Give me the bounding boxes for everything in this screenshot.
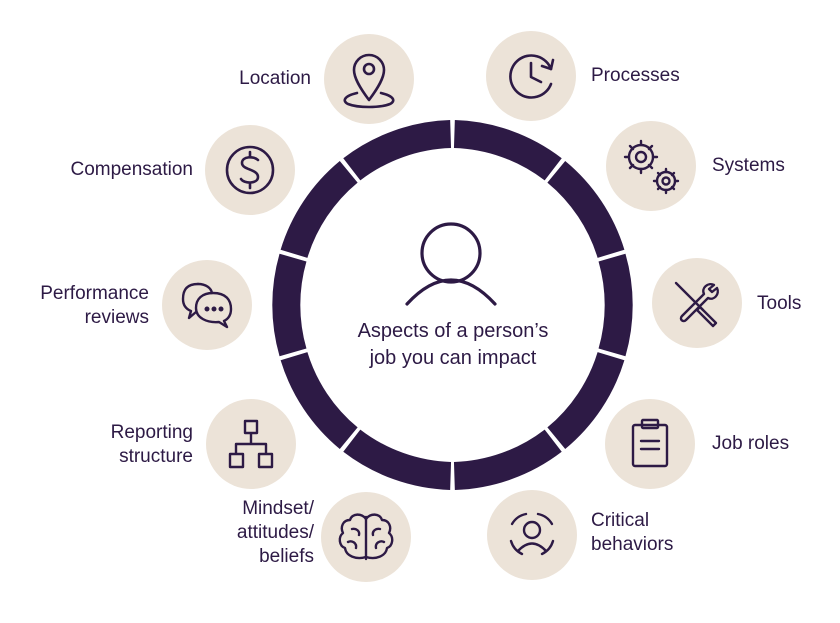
systems-item [606,121,696,211]
person-focus-icon [509,512,555,556]
ring-segment [280,161,358,259]
ring-segment [453,120,562,181]
clock-refresh-icon [509,54,555,99]
label-line: Processes [591,65,680,86]
label-line: beliefs [259,546,314,567]
center-title: Aspects of a person’s job you can impact [320,318,586,372]
tools-icon [674,281,719,328]
ring-segment [453,429,562,490]
performance-reviews-item [162,260,252,350]
label-line: reviews [84,307,149,328]
ring-segment [280,351,358,449]
brain-icon [338,513,394,561]
label-line: attitudes/ [236,522,314,543]
label-line: Tools [757,293,802,314]
ring-segment [598,253,633,357]
chat-bubbles-icon [181,282,233,329]
tools-item [652,258,742,348]
person-icon [405,222,497,306]
reporting-structure-item [206,399,296,489]
label-line: Job roles [712,433,790,454]
label-line: Location [239,68,311,89]
compensation-item [205,125,295,215]
label-job-roles: Job roles [712,432,789,456]
label-tools: Tools [757,292,801,316]
label-location: Location [239,67,311,91]
map-pin-icon [343,53,395,109]
label-line: structure [119,446,193,467]
org-chart-icon [228,419,274,469]
label-critical-behaviors: Critical behaviors [591,509,673,557]
ring-segment [547,351,625,449]
ring-segment [272,253,307,357]
ring-segment [343,120,452,181]
label-reporting-structure: Reporting structure [111,421,193,469]
gears-icon [623,139,680,195]
location-item [324,34,414,124]
label-line: Compensation [70,159,193,180]
processes-item [486,31,576,121]
label-line: Critical [591,510,650,531]
clipboard-icon [631,418,669,468]
segmented-ring [272,120,633,490]
job-roles-item [605,399,695,489]
label-line: Systems [712,155,785,176]
center-title-line: job you can impact [369,347,537,369]
label-line: behaviors [591,534,674,555]
center-title-line: Aspects of a person’s [357,320,549,342]
label-mindset: Mindset/ attitudes/ beliefs [237,497,314,569]
label-compensation: Compensation [70,158,193,182]
label-line: Performance [40,283,149,304]
mindset-item [321,492,411,582]
label-line: Mindset/ [242,498,314,519]
label-systems: Systems [712,154,785,178]
label-performance-reviews: Performance reviews [40,282,149,330]
ring-segment [547,161,625,259]
label-processes: Processes [591,64,680,88]
ring-segment [343,429,452,490]
critical-behaviors-item [487,490,577,580]
label-line: Reporting [110,422,193,443]
dollar-icon [225,145,275,195]
